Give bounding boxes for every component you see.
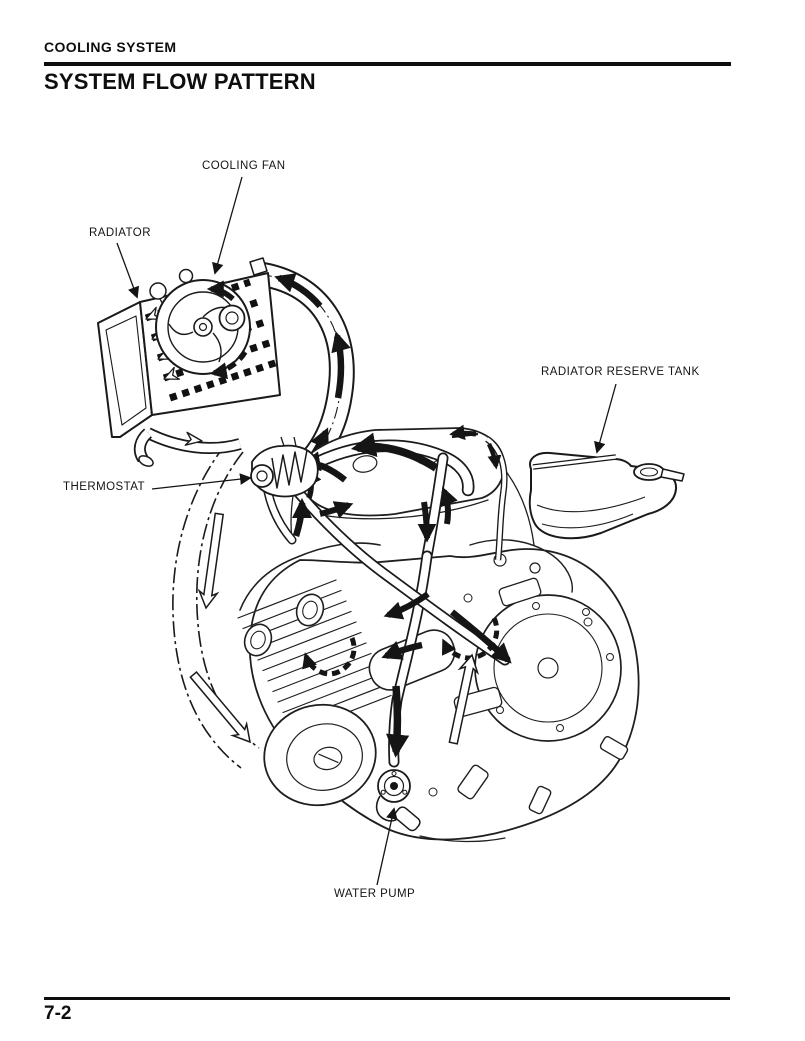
cooling-fan-part — [155, 279, 251, 380]
flow-arrow-vent — [449, 424, 477, 441]
flow-arrow-to-pump — [385, 685, 410, 758]
radiator-filler-cap — [218, 304, 246, 332]
drain-stub — [457, 764, 489, 800]
return-line-band — [172, 443, 260, 769]
flow-arrow-to-thermostat — [350, 432, 439, 472]
header-rule — [44, 62, 731, 66]
footer-rule — [44, 997, 730, 1000]
flow-arrow-hollow-up — [448, 653, 480, 745]
flow-arrows — [291, 432, 512, 758]
radiator-mount-tab — [149, 282, 167, 300]
leader-cooling-fan — [212, 176, 243, 275]
page-title: SYSTEM FLOW PATTERN — [44, 69, 316, 94]
flow-arrow-return-2 — [189, 670, 251, 744]
flow-arrow-hose-up-2 — [331, 331, 351, 399]
chapter-header: COOLING SYSTEM — [44, 39, 177, 55]
engine-assembly — [237, 427, 640, 843]
label-radiator: RADIATOR — [89, 227, 151, 239]
label-cooling-fan: COOLING FAN — [202, 160, 286, 172]
flow-arrow-fan — [206, 280, 235, 302]
flow-arrow-return-1 — [197, 512, 225, 610]
label-radiator-reserve-tank: RADIATOR RESERVE TANK — [541, 366, 700, 378]
thermostat-spring — [271, 449, 308, 489]
flow-arrow-piston-1 — [302, 637, 357, 677]
reserve-tank-part — [449, 424, 685, 561]
leader-water-pump — [376, 807, 398, 886]
flow-arrow-piston-2 — [441, 616, 500, 661]
leader-thermostat — [151, 473, 252, 490]
leader-radiator — [116, 242, 140, 299]
label-water-pump: WATER PUMP — [334, 888, 416, 900]
leader-reserve-tank — [594, 383, 617, 454]
label-thermostat: THERMOSTAT — [63, 481, 146, 493]
flow-arrow-lower-hose — [184, 431, 203, 446]
page-number: 7-2 — [44, 1003, 72, 1024]
leader-lines — [116, 176, 617, 886]
fan-blade-2 — [212, 332, 222, 363]
reserve-tank-cap — [633, 463, 665, 481]
flow-arrow-hose-up-3 — [274, 273, 323, 309]
fan-blade-3 — [168, 323, 194, 336]
